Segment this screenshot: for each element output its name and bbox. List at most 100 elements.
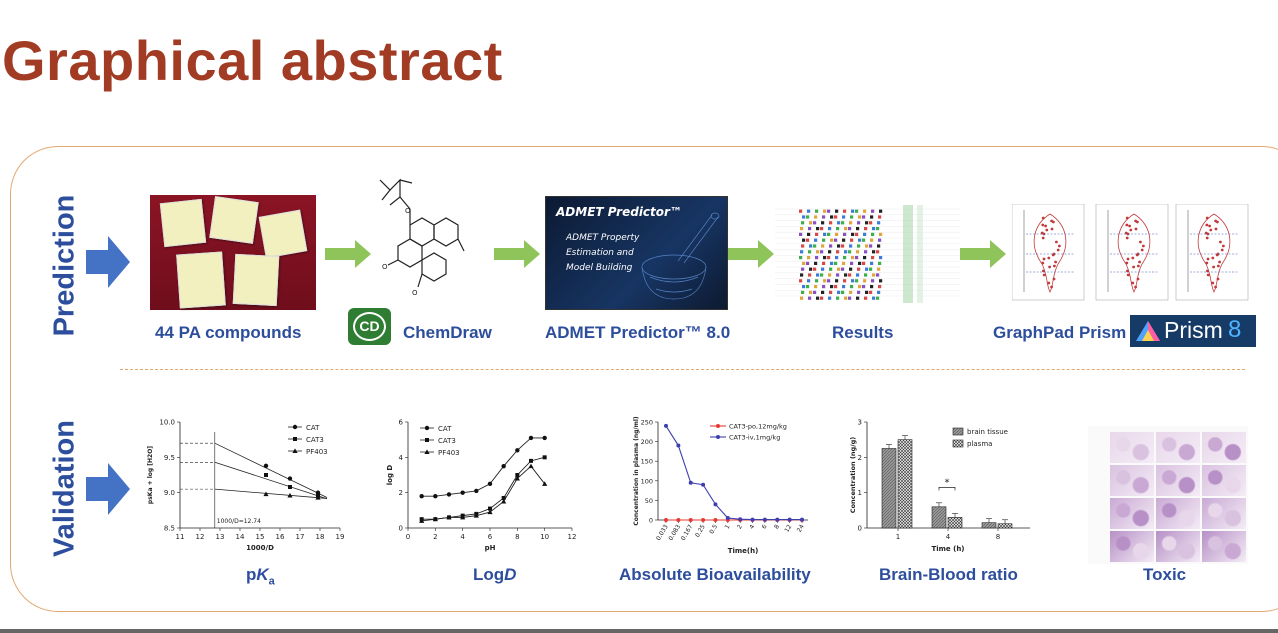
x-tick-label: 13 bbox=[216, 533, 225, 541]
data-point bbox=[515, 448, 520, 453]
violin-point bbox=[1041, 216, 1045, 220]
violin-point bbox=[1214, 227, 1218, 231]
x-tick-label: 10 bbox=[540, 533, 549, 541]
series-line bbox=[214, 461, 328, 500]
cell-mark bbox=[862, 238, 866, 242]
violin-point bbox=[1138, 260, 1141, 264]
data-point bbox=[501, 463, 506, 469]
legend-marker bbox=[716, 424, 720, 428]
data-point bbox=[701, 518, 706, 522]
cell-mark bbox=[829, 221, 833, 225]
cell-mark bbox=[808, 227, 812, 231]
cell-mark bbox=[836, 227, 840, 231]
micrograph-tile bbox=[1156, 432, 1200, 463]
caption-admet: ADMET Predictor™ 8.0 bbox=[545, 323, 731, 342]
cell-mark bbox=[843, 256, 847, 260]
cell-mark bbox=[848, 227, 852, 231]
x-axis-label: pH bbox=[485, 544, 496, 552]
cell-mark bbox=[823, 209, 827, 213]
cell-mark bbox=[820, 250, 824, 254]
violin-point bbox=[1048, 265, 1051, 269]
micrograph-tile bbox=[1156, 498, 1200, 529]
cell-mark bbox=[836, 250, 840, 254]
data-point bbox=[713, 502, 718, 507]
cell-mark bbox=[870, 238, 874, 242]
toxicity-micrograph bbox=[1088, 426, 1248, 564]
series-line bbox=[421, 437, 545, 497]
cell-mark bbox=[808, 273, 812, 277]
cell-mark bbox=[848, 250, 852, 254]
cell-mark bbox=[801, 267, 805, 271]
data-point bbox=[287, 492, 293, 498]
cell-mark bbox=[857, 221, 861, 225]
cell-mark bbox=[809, 244, 813, 248]
x-tick-label: 8 bbox=[515, 533, 519, 541]
data-point bbox=[460, 514, 466, 520]
legend-label: CAT3 bbox=[306, 436, 324, 444]
cell-mark bbox=[863, 232, 867, 236]
page-title: Graphical abstract bbox=[2, 29, 503, 92]
violin-point bbox=[1214, 219, 1217, 223]
data-point bbox=[688, 480, 693, 485]
violin-point bbox=[1206, 273, 1210, 277]
caption-bioavailability: Absolute Bioavailability bbox=[619, 565, 811, 584]
cell-mark bbox=[802, 261, 806, 265]
cell-mark bbox=[814, 238, 818, 242]
cell-mark bbox=[829, 267, 833, 271]
cell-mark bbox=[856, 273, 860, 277]
cell-mark bbox=[822, 285, 826, 289]
cell-mark bbox=[865, 267, 869, 271]
cell-mark bbox=[869, 244, 873, 248]
cell-mark bbox=[843, 279, 847, 283]
x-tick-label: 15 bbox=[256, 533, 265, 541]
legend-label: plasma bbox=[967, 440, 992, 448]
violin-point bbox=[1205, 223, 1209, 227]
cell-mark bbox=[851, 256, 855, 260]
violin-point bbox=[1134, 219, 1137, 223]
cell-mark bbox=[855, 256, 859, 260]
micrograph-tile bbox=[1110, 465, 1154, 496]
y-axis-label: Concentration in plasma (ng/ml) bbox=[633, 416, 640, 526]
data-point bbox=[787, 517, 792, 522]
cell-mark bbox=[815, 256, 819, 260]
legend-marker bbox=[293, 437, 297, 441]
cell-mark bbox=[842, 285, 846, 289]
cell-mark bbox=[827, 256, 831, 260]
violin-point bbox=[1205, 236, 1209, 240]
legend-swatch bbox=[952, 427, 964, 436]
cell-mark bbox=[864, 296, 868, 300]
cell-mark bbox=[834, 238, 838, 242]
violin-point bbox=[1139, 240, 1142, 244]
x-tick-label: 2 bbox=[736, 523, 744, 530]
cell-mark bbox=[815, 279, 819, 283]
cell-mark bbox=[876, 296, 880, 300]
data-point bbox=[701, 482, 706, 487]
cell-mark bbox=[809, 267, 813, 271]
violin-point bbox=[1128, 224, 1131, 228]
cell-mark bbox=[869, 267, 873, 271]
cell-mark bbox=[879, 232, 883, 236]
violin-point bbox=[1206, 269, 1209, 273]
data-point bbox=[664, 423, 668, 428]
data-point bbox=[446, 492, 452, 497]
x-tick-label: 11 bbox=[176, 533, 185, 541]
cell-mark bbox=[862, 215, 866, 219]
data-point bbox=[528, 435, 534, 441]
micrograph-tile bbox=[1202, 531, 1246, 562]
x-tick-label: 8 bbox=[996, 533, 1000, 541]
violin-point bbox=[1056, 248, 1060, 252]
cell-mark bbox=[806, 238, 810, 242]
violin-point bbox=[1042, 269, 1045, 273]
cell-mark bbox=[813, 290, 817, 294]
cell-mark bbox=[842, 238, 846, 242]
violin-point bbox=[1129, 228, 1133, 232]
x-tick-label: 16 bbox=[276, 533, 285, 541]
bottom-rule bbox=[0, 629, 1278, 633]
y-tick-label: 0 bbox=[399, 525, 403, 533]
y-axis-label: psKa + log [H2O] bbox=[147, 446, 154, 504]
cell-mark bbox=[849, 221, 853, 225]
annotation: 1000/D=12.74 bbox=[217, 518, 261, 525]
cell-mark bbox=[856, 227, 860, 231]
data-point bbox=[713, 518, 718, 522]
